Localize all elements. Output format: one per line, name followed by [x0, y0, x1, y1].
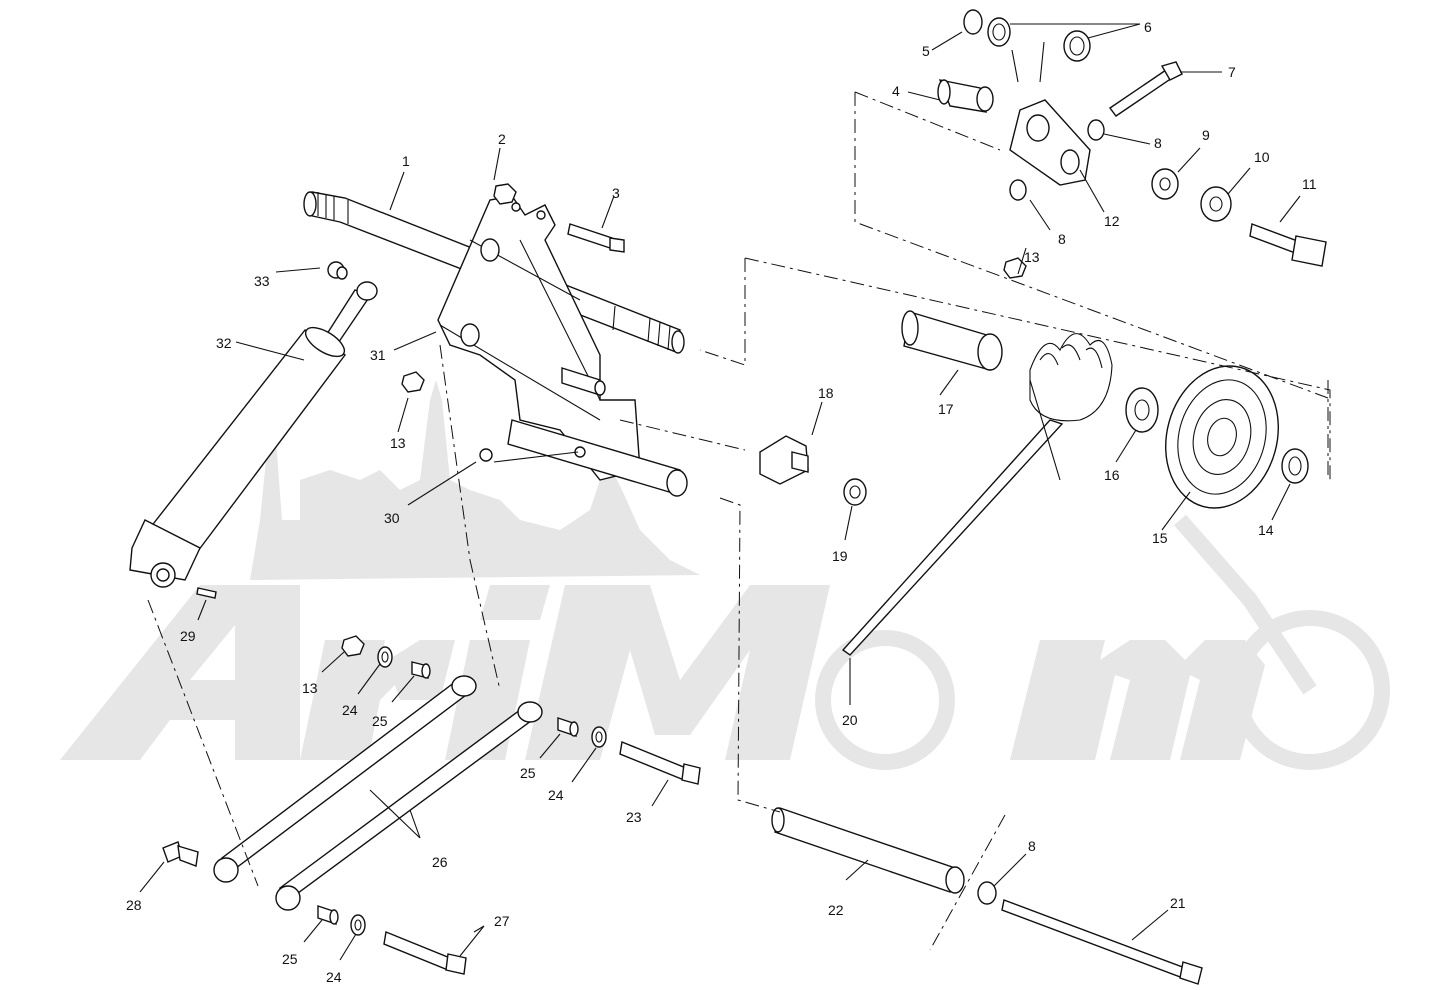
- part-21-bolt: [1001, 899, 1203, 985]
- part-11-bolt: [1249, 223, 1327, 267]
- callout-26: 26: [432, 854, 448, 870]
- part-32-shock: [129, 281, 378, 588]
- callout-17: 17: [938, 401, 954, 417]
- part-10-washer: [1200, 186, 1232, 222]
- callout-32: 32: [216, 335, 232, 351]
- part-16-washer: [1125, 387, 1159, 433]
- part-2-nut: [493, 183, 517, 205]
- part-24-washer-c: [350, 914, 366, 936]
- callout-21: 21: [1170, 895, 1186, 911]
- callout-8-b: 8: [1058, 231, 1066, 247]
- callout-19: 19: [832, 548, 848, 564]
- callout-25-c: 25: [282, 951, 298, 967]
- callout-13-c: 13: [302, 680, 318, 696]
- callout-25-a: 25: [372, 713, 388, 729]
- part-13-nut-b: [341, 635, 365, 657]
- callout-7: 7: [1228, 64, 1236, 80]
- part-30-fitting: [479, 448, 493, 462]
- callout-8-a: 8: [1154, 135, 1162, 151]
- part-6-bushing-a: [987, 17, 1011, 47]
- callout-12: 12: [1104, 213, 1120, 229]
- part-23-bolt: [619, 741, 701, 785]
- part-5-washer: [963, 9, 983, 35]
- arimoto-watermark: [60, 380, 1390, 770]
- alignment-lines: [147, 91, 1331, 951]
- callout-28: 28: [126, 897, 142, 913]
- callout-13-b: 13: [390, 435, 406, 451]
- part-22-tube: [771, 807, 965, 894]
- callout-labels: 1 2 3 4 5 6 7 8 8 8 9 10 11 12 13 13 13 …: [126, 19, 1317, 985]
- part-13-nut-c: [1003, 257, 1027, 279]
- part-31-arm-frame: [437, 195, 688, 497]
- part-17-tube: [901, 310, 1003, 371]
- part-27-bolt: [383, 931, 467, 975]
- leader-lines: [139, 23, 1301, 961]
- part-33-bushing: [327, 261, 348, 280]
- callout-10: 10: [1254, 149, 1270, 165]
- callout-29: 29: [180, 628, 196, 644]
- callout-15: 15: [1152, 530, 1168, 546]
- part-19-washer: [843, 478, 867, 506]
- callout-24-b: 24: [548, 787, 564, 803]
- part-28-fitting: [162, 841, 199, 867]
- callout-16: 16: [1104, 467, 1120, 483]
- part-7-bolt: [1108, 61, 1183, 117]
- part-15-idler-wheel: [1165, 365, 1279, 509]
- callout-3: 3: [612, 185, 620, 201]
- part-9-washer: [1151, 168, 1179, 200]
- part-18-adjuster: [759, 435, 809, 485]
- callout-20: 20: [842, 712, 858, 728]
- callout-27: 27: [494, 913, 510, 929]
- part-25-bushing-c: [317, 905, 339, 925]
- callout-14: 14: [1258, 522, 1274, 538]
- part-14-bushing: [1281, 448, 1309, 484]
- part-25-bushing-a: [411, 661, 431, 679]
- callout-30: 30: [384, 510, 400, 526]
- callout-4: 4: [892, 83, 900, 99]
- part-4-bushing: [937, 79, 994, 113]
- callout-33: 33: [254, 273, 270, 289]
- part-12-pivot-arm: [1009, 99, 1091, 186]
- part-6-bushing-b: [1063, 30, 1091, 62]
- callout-18: 18: [818, 385, 834, 401]
- part-8-washer-a: [1087, 119, 1105, 141]
- part-13-nut-a: [401, 371, 425, 393]
- part-24-washer-b: [591, 726, 607, 748]
- part-8-washer-c: [977, 881, 997, 905]
- part-8-washer-b: [1009, 179, 1027, 201]
- callout-23: 23: [626, 809, 642, 825]
- callout-1: 1: [402, 153, 410, 169]
- callout-24-c: 24: [326, 969, 342, 985]
- callout-2: 2: [498, 131, 506, 147]
- callout-13-a: 13: [1024, 249, 1040, 265]
- part-24-washer-a: [377, 646, 393, 668]
- callout-5: 5: [922, 43, 930, 59]
- callout-22: 22: [828, 902, 844, 918]
- callout-8-c: 8: [1028, 838, 1036, 854]
- part-26-rods: [213, 675, 543, 911]
- part-29-pin: [196, 587, 217, 599]
- callout-31: 31: [370, 347, 386, 363]
- callout-9: 9: [1202, 127, 1210, 143]
- callout-11: 11: [1302, 176, 1317, 192]
- callout-25-b: 25: [520, 765, 536, 781]
- part-20-spring: [841, 333, 1113, 656]
- part-25-bushing-b: [557, 717, 579, 737]
- callout-24-a: 24: [342, 702, 358, 718]
- part-3-bolt: [567, 223, 625, 253]
- callout-6: 6: [1144, 19, 1152, 35]
